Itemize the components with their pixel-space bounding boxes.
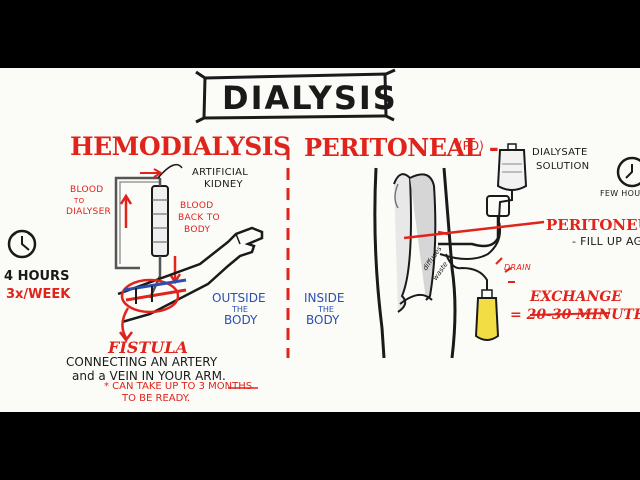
- peritoneum-pointer: [403, 220, 545, 240]
- body-silhouette-icon: [373, 167, 457, 359]
- inside-body-2: THE: [318, 305, 334, 314]
- exchange-underline: [529, 312, 611, 316]
- artificial-kidney-label-1: ARTIFICIAL: [192, 167, 249, 178]
- connecting-text-1: CONNECTING AN ARTERY: [66, 355, 218, 369]
- whiteboard: DIALYSIS HEMODIALYSIS ARTIFICIAL KIDNEY …: [0, 68, 640, 412]
- fistula-arrow: [121, 307, 130, 339]
- fistula-label: FISTULA: [108, 338, 188, 357]
- page-title: DIALYSIS: [222, 79, 398, 117]
- blood-to-dialyser-3: DIALYSER: [66, 207, 112, 217]
- exchange-label: EXCHANGE: [530, 289, 622, 305]
- dialysate-solution-2: SOLUTION: [536, 161, 590, 172]
- blood-back-to-body-3: BODY: [184, 225, 211, 235]
- peritoneum-label: PERITONEUM: [546, 216, 640, 234]
- exchange-duration: = 20-30 MINUTE: [510, 307, 640, 323]
- blood-back-to-body-2: BACK TO: [178, 213, 220, 223]
- outside-body-3: BODY: [224, 313, 258, 327]
- ready-note-1: * CAN TAKE UP TO 3 MONTHS: [104, 381, 253, 392]
- few-hours-label: FEW HOU: [600, 189, 640, 198]
- hours-label: 4 HOURS: [4, 269, 70, 284]
- blood-to-dialyser-1: BLOOD: [70, 185, 104, 195]
- blood-back-to-body-1: BLOOD: [180, 201, 214, 211]
- iv-bag-icon: [438, 143, 528, 260]
- drain-label: DRAIN: [504, 263, 532, 272]
- inside-body-3: BODY: [306, 313, 340, 327]
- title-box-corners: [195, 68, 396, 124]
- dialysate-solution-1: DIALYSATE: [532, 147, 588, 158]
- blood-to-dialyser-2: TO: [74, 197, 85, 205]
- drain-bag-icon: [445, 253, 515, 341]
- outside-body-2: THE: [232, 305, 248, 314]
- artificial-kidney-label-2: KIDNEY: [204, 179, 243, 190]
- outside-body-1: OUTSIDE: [212, 291, 266, 305]
- arm-icon: [117, 226, 264, 324]
- drawing-layer: [7, 68, 640, 389]
- pd-abbreviation: (PD): [458, 139, 484, 153]
- intestines-icon: [393, 173, 437, 313]
- artificial-kidney-icon: [114, 163, 183, 299]
- peritoneal-heading: PERITONEAL -: [304, 133, 499, 162]
- clock-icon: [7, 229, 37, 259]
- frequency-label: 3x/WEEK: [6, 287, 71, 302]
- inside-body-1: INSIDE: [304, 291, 345, 305]
- connecting-text-2: and a VEIN IN YOUR ARM.: [72, 369, 226, 383]
- fistula-arrowhead: [119, 331, 133, 343]
- fill-up-label: - FILL UP AGAIN: [572, 235, 640, 248]
- ready-note-2: TO BE READY.: [122, 393, 191, 404]
- hemodialysis-heading: HEMODIALYSIS: [70, 132, 291, 161]
- clock-icon: [616, 156, 640, 188]
- peritoneum-pointer-tick: [437, 230, 449, 236]
